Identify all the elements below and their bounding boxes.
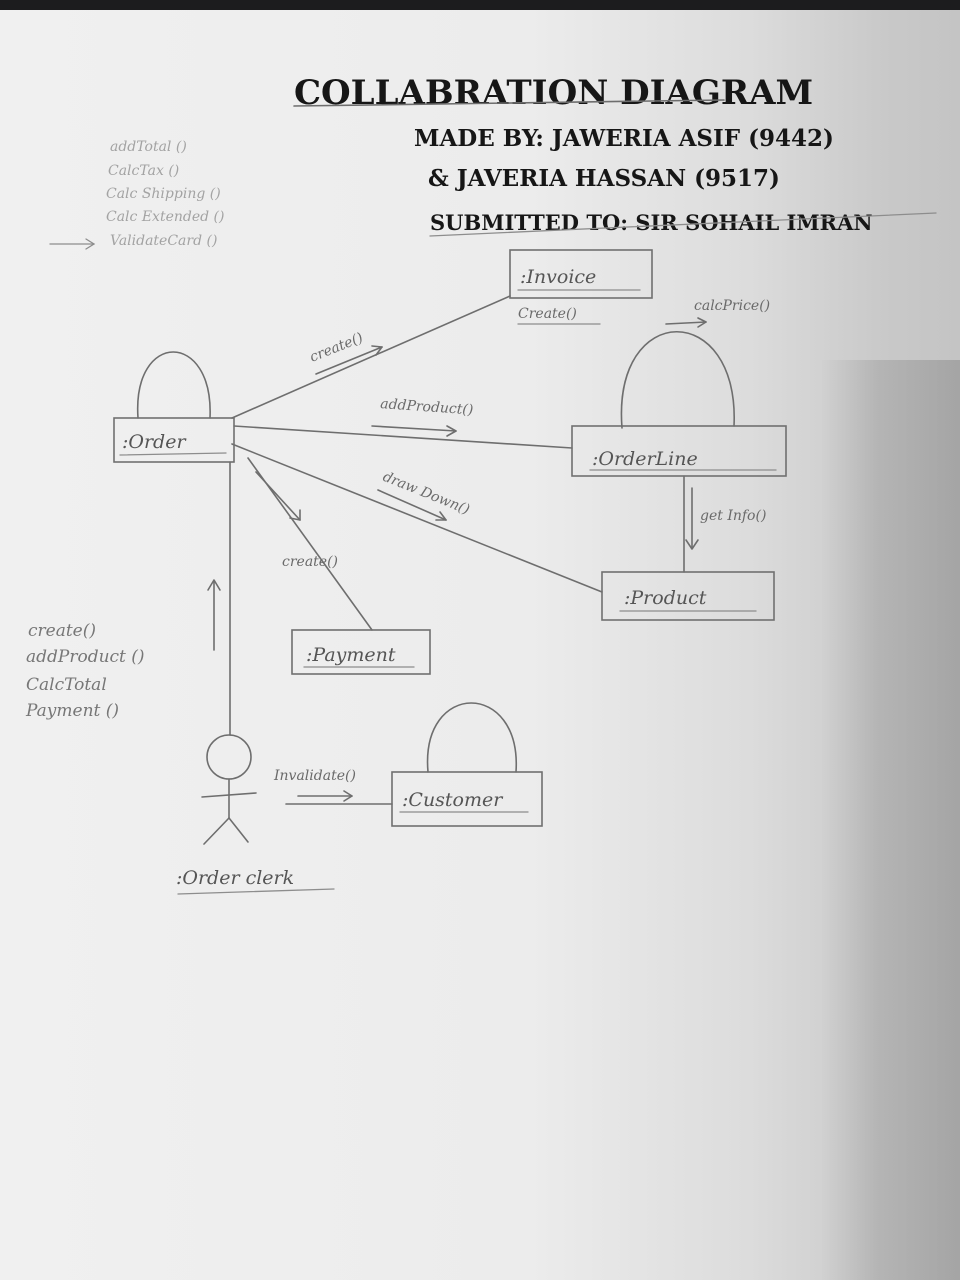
clerk-message: create() (28, 621, 96, 641)
arrow-create-payment-icon (255, 471, 301, 521)
note-item: addTotal () (110, 139, 187, 155)
clerk-message: Payment () (25, 701, 119, 721)
clerk-message: addProduct () (26, 647, 145, 667)
arrow-draw-down-icon (377, 489, 447, 521)
message-get-info: get Info() (700, 508, 766, 524)
order-clerk-underline (177, 888, 335, 895)
note-item: Calc Extended () (106, 209, 224, 225)
message-create-invoice: create() (308, 330, 366, 366)
customer-label: :Customer (402, 789, 504, 811)
arrow-invalidate-icon (297, 790, 353, 802)
diagram-title: COLLABRATION DIAGRAM (294, 73, 813, 113)
message-calc-price: calcPrice() (694, 298, 770, 314)
order-object: :Order (113, 417, 235, 463)
note-item: Calc Shipping () (106, 186, 221, 202)
message-add-product: addProduct() (380, 396, 474, 418)
invoice-label: :Invoice (520, 266, 596, 288)
link-order-invoice (231, 295, 511, 419)
note-arrow-icon (49, 238, 96, 250)
arrow-clerk-order-icon (207, 579, 221, 651)
actor-head (206, 734, 252, 780)
arrow-calc-price-icon (665, 317, 707, 328)
arrow-add-product-icon (371, 425, 457, 437)
orderline-label: :OrderLine (592, 448, 698, 470)
orderline-object: :OrderLine (571, 425, 787, 477)
note-item: CalcTax () (108, 163, 179, 179)
header-underline (429, 212, 937, 237)
and-line: & JAVERIA HASSAN (9517) (428, 165, 780, 192)
order-clerk-actor (201, 734, 257, 845)
submitted-to-line: SUBMITTED TO: SIR SOHAIL IMRAN (430, 210, 873, 235)
orderline-self-loop (620, 330, 735, 429)
title-underline (293, 99, 725, 107)
order-self-loop (137, 351, 211, 419)
order-label: :Order (122, 431, 187, 453)
customer-self-loop (426, 702, 517, 773)
note-item: ValidateCard () (110, 233, 217, 249)
payment-object: :Payment (291, 629, 431, 675)
product-label: :Product (624, 587, 707, 609)
message-invoice-create: Create() (518, 306, 577, 322)
product-object: :Product (601, 571, 775, 621)
paper-sheet (0, 10, 960, 1280)
payment-label: :Payment (306, 644, 396, 666)
message-invalidate: Invalidate() (273, 768, 356, 784)
paper-shadow (820, 360, 960, 1280)
arrow-create-invoice-icon (315, 345, 383, 375)
customer-object: :Customer (391, 771, 543, 827)
invoice-object: :Invoice (509, 249, 653, 299)
clerk-message: CalcTotal (26, 675, 107, 695)
order-clerk-label: :Order clerk (176, 867, 294, 889)
link-order-orderline (233, 425, 573, 449)
made-by-line: MADE BY: JAWERIA ASIF (9442) (414, 125, 834, 152)
arrow-get-info-icon (685, 487, 699, 550)
link-order-product (231, 443, 603, 593)
message-create-payment: create() (282, 554, 338, 570)
